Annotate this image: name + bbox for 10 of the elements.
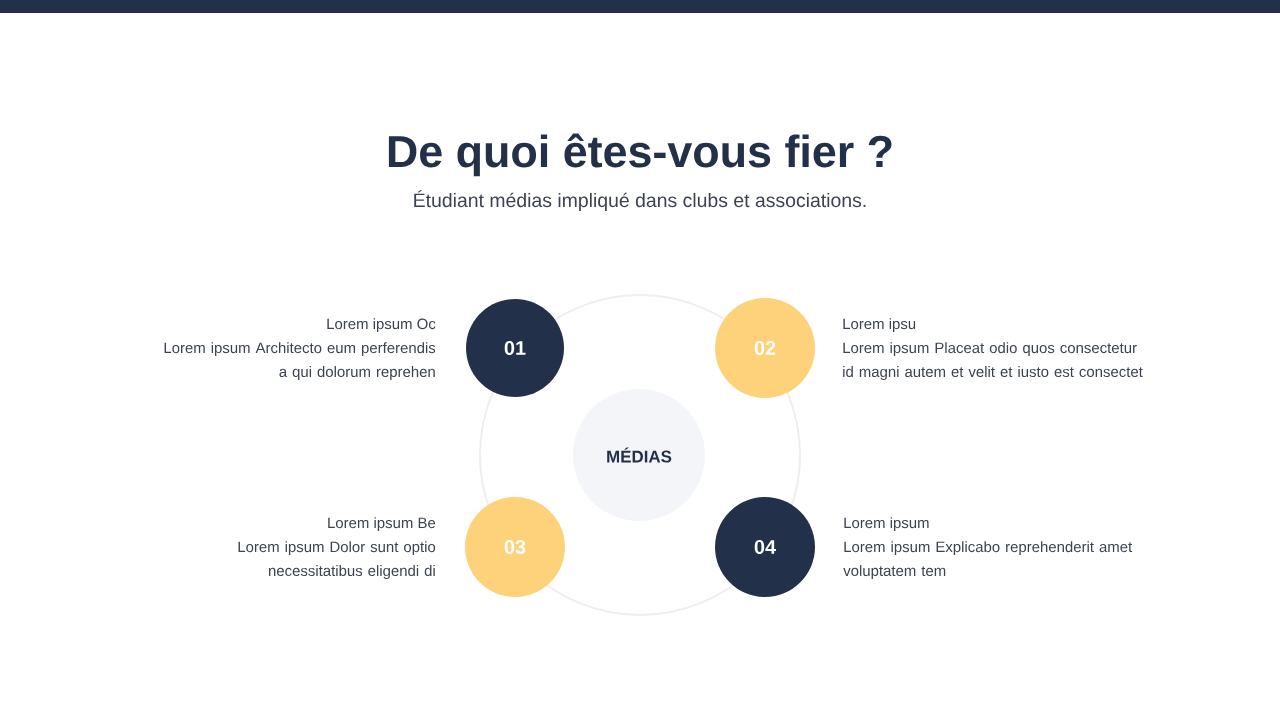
item-description: Lorem ipsum Explicabo reprehenderit amet voluptatem tem — [843, 541, 1133, 579]
slide-subtitle: Étudiant médias impliqué dans clubs et associations. — [414, 190, 866, 211]
item-heading: Lorem ipsum — [844, 517, 929, 532]
slide-title: De quoi êtes-vous fier ? — [388, 133, 892, 177]
item-heading: Lorem ipsum Oc — [327, 318, 436, 333]
item-description: Lorem ipsum Placeat odio quos consectetur id magni autem et velit et iusto est consectet — [843, 342, 1143, 380]
item-heading: Lorem ipsum Be — [328, 517, 436, 532]
item-description: Lorem ipsum Architecto eum perferendis a qui dolorum reprehen — [164, 342, 436, 380]
item-description: Lorem ipsum Dolor sunt optio necessitatibus eligendi di — [238, 541, 436, 579]
item-heading: Lorem ipsu — [843, 318, 916, 333]
